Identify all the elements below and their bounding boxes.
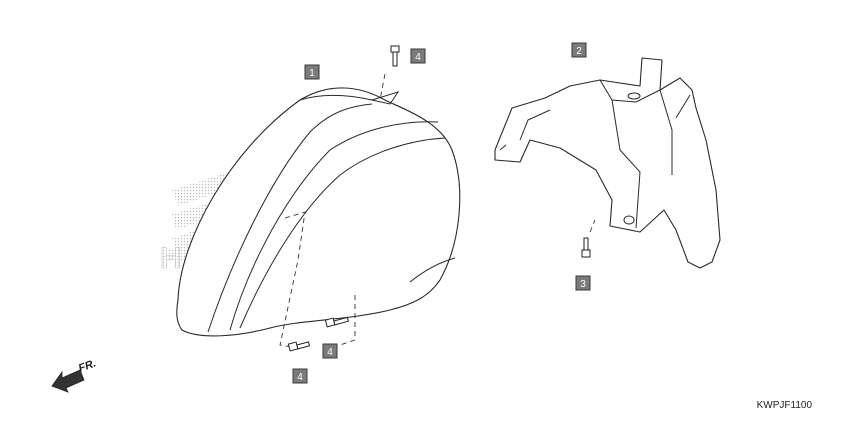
bolt-top[interactable] <box>390 45 400 67</box>
callout-4-bottom-label: 4 <box>297 372 303 383</box>
callout-4-mid-label: 4 <box>327 347 333 358</box>
dashed-leader-lines <box>279 73 596 349</box>
callout-4-mid[interactable]: 4 <box>322 343 338 359</box>
front-fender-part-1[interactable] <box>176 87 461 337</box>
callout-4-top-label: 4 <box>415 52 421 63</box>
bolt-bottom[interactable] <box>287 341 311 352</box>
direction-label: FR. <box>77 357 98 374</box>
bolt-right[interactable] <box>581 237 591 258</box>
callout-4-bottom[interactable]: 4 <box>292 368 308 384</box>
callout-1[interactable]: 1 <box>304 64 320 80</box>
callout-2-label: 2 <box>576 46 582 57</box>
diagram-code: KWPJF1100 <box>756 400 812 411</box>
callout-4-top[interactable]: 4 <box>410 48 426 64</box>
callout-1-label: 1 <box>309 68 315 79</box>
inner-fender-part-2[interactable] <box>494 57 721 269</box>
callout-3-label: 3 <box>580 279 586 290</box>
bolt-middle[interactable] <box>324 316 350 328</box>
callout-2[interactable]: 2 <box>571 42 587 58</box>
front-direction-arrow-icon: FR. <box>51 357 98 393</box>
callout-3[interactable]: 3 <box>575 275 591 291</box>
